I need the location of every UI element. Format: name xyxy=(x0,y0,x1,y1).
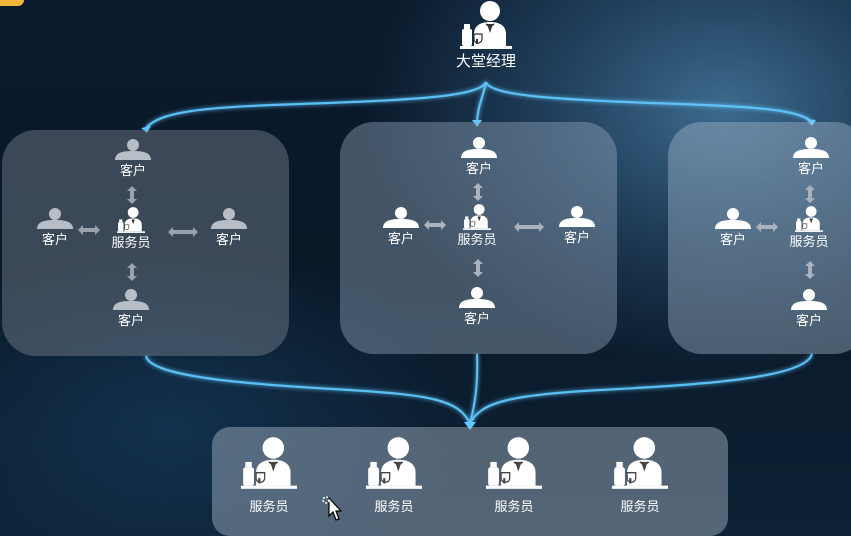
customer-label: 客户 xyxy=(117,314,144,329)
group1-top-customer: 客户 xyxy=(108,138,158,180)
link-manager-right xyxy=(484,81,813,123)
customer-person-icon xyxy=(791,289,827,310)
waiter-label: 服务员 xyxy=(249,500,289,515)
double-arrow-icon xyxy=(756,222,778,232)
group2-left-customer: 客户 xyxy=(376,206,426,248)
waiter-label: 服务员 xyxy=(494,500,534,515)
group-panel-3 xyxy=(668,122,851,354)
customer-label: 客户 xyxy=(465,162,492,177)
double-arrow-icon xyxy=(805,185,815,203)
group2-center-waiter: 服务员 xyxy=(450,203,504,249)
pool-waiter-1: 服务员 xyxy=(232,436,306,516)
double-arrow-icon xyxy=(127,263,137,281)
double-arrow-icon xyxy=(514,222,544,232)
manager-node: 大堂经理 xyxy=(438,0,534,70)
group2-right-customer: 客户 xyxy=(552,205,602,247)
customer-label: 客户 xyxy=(797,162,824,177)
customer-person-icon xyxy=(37,208,73,229)
customer-person-icon xyxy=(559,206,595,227)
link-right-bottom xyxy=(468,353,814,425)
waiter-label: 服务员 xyxy=(620,500,660,515)
waiter-with-bottle-icon xyxy=(612,437,668,489)
waiter-with-bottle-icon xyxy=(463,204,491,230)
link-mid-bottom xyxy=(468,353,479,425)
customer-person-icon xyxy=(461,137,497,158)
group1-right-customer: 客户 xyxy=(204,207,254,249)
customer-person-icon xyxy=(113,289,149,310)
double-arrow-icon xyxy=(805,261,815,279)
waiter-label: 服务员 xyxy=(374,500,414,515)
waiter-with-bottle-icon xyxy=(241,437,297,489)
link-manager-left xyxy=(145,81,488,129)
double-arrow-icon xyxy=(473,259,483,277)
waiter-with-bottle-icon xyxy=(460,1,512,49)
customer-person-icon xyxy=(115,139,151,160)
group3-bottom-customer: 客户 xyxy=(784,288,834,330)
double-arrow-icon xyxy=(168,227,198,237)
customer-label: 客户 xyxy=(463,312,490,327)
group3-center-waiter: 服务员 xyxy=(782,205,836,251)
double-arrow-icon xyxy=(424,220,446,230)
customer-label: 客户 xyxy=(563,231,590,246)
customer-person-icon xyxy=(211,208,247,229)
double-arrow-icon xyxy=(473,183,483,201)
group-panel-1 xyxy=(2,130,289,356)
customer-person-icon xyxy=(459,287,495,308)
link-manager-mid xyxy=(475,81,488,123)
waiter-with-bottle-icon xyxy=(366,437,422,489)
customer-person-icon xyxy=(383,207,419,228)
pool-waiter-2: 服务员 xyxy=(357,436,431,516)
waiter-with-bottle-icon xyxy=(486,437,542,489)
pool-waiter-3: 服务员 xyxy=(477,436,551,516)
waiter-label: 服务员 xyxy=(789,235,829,250)
group2-top-customer: 客户 xyxy=(454,136,504,178)
waiter-with-bottle-icon xyxy=(795,206,823,232)
group1-bottom-customer: 客户 xyxy=(106,288,156,330)
group1-left-customer: 客户 xyxy=(30,207,80,249)
group2-bottom-customer: 客户 xyxy=(452,286,502,328)
group-panel-2 xyxy=(340,122,617,354)
waiter-with-bottle-icon xyxy=(117,207,145,233)
customer-person-icon xyxy=(793,137,829,158)
customer-person-icon xyxy=(715,208,751,229)
customer-label: 客户 xyxy=(387,232,414,247)
mouse-cursor-icon xyxy=(322,496,342,521)
group3-top-customer: 客户 xyxy=(786,136,836,178)
manager-label: 大堂经理 xyxy=(455,52,516,70)
waiter-label: 服务员 xyxy=(111,236,151,251)
waiter-label: 服务员 xyxy=(457,233,497,248)
pool-waiter-4: 服务员 xyxy=(603,436,677,516)
customer-label: 客户 xyxy=(719,233,746,248)
link-left-bottom xyxy=(144,355,472,425)
customer-label: 客户 xyxy=(41,233,68,248)
customer-label: 客户 xyxy=(215,233,242,248)
group1-center-waiter: 服务员 xyxy=(104,206,158,252)
customer-label: 客户 xyxy=(119,164,146,179)
double-arrow-icon xyxy=(78,225,100,235)
group3-left-customer: 客户 xyxy=(708,207,758,249)
double-arrow-icon xyxy=(127,186,137,204)
customer-label: 客户 xyxy=(795,314,822,329)
corner-tab xyxy=(0,0,24,6)
